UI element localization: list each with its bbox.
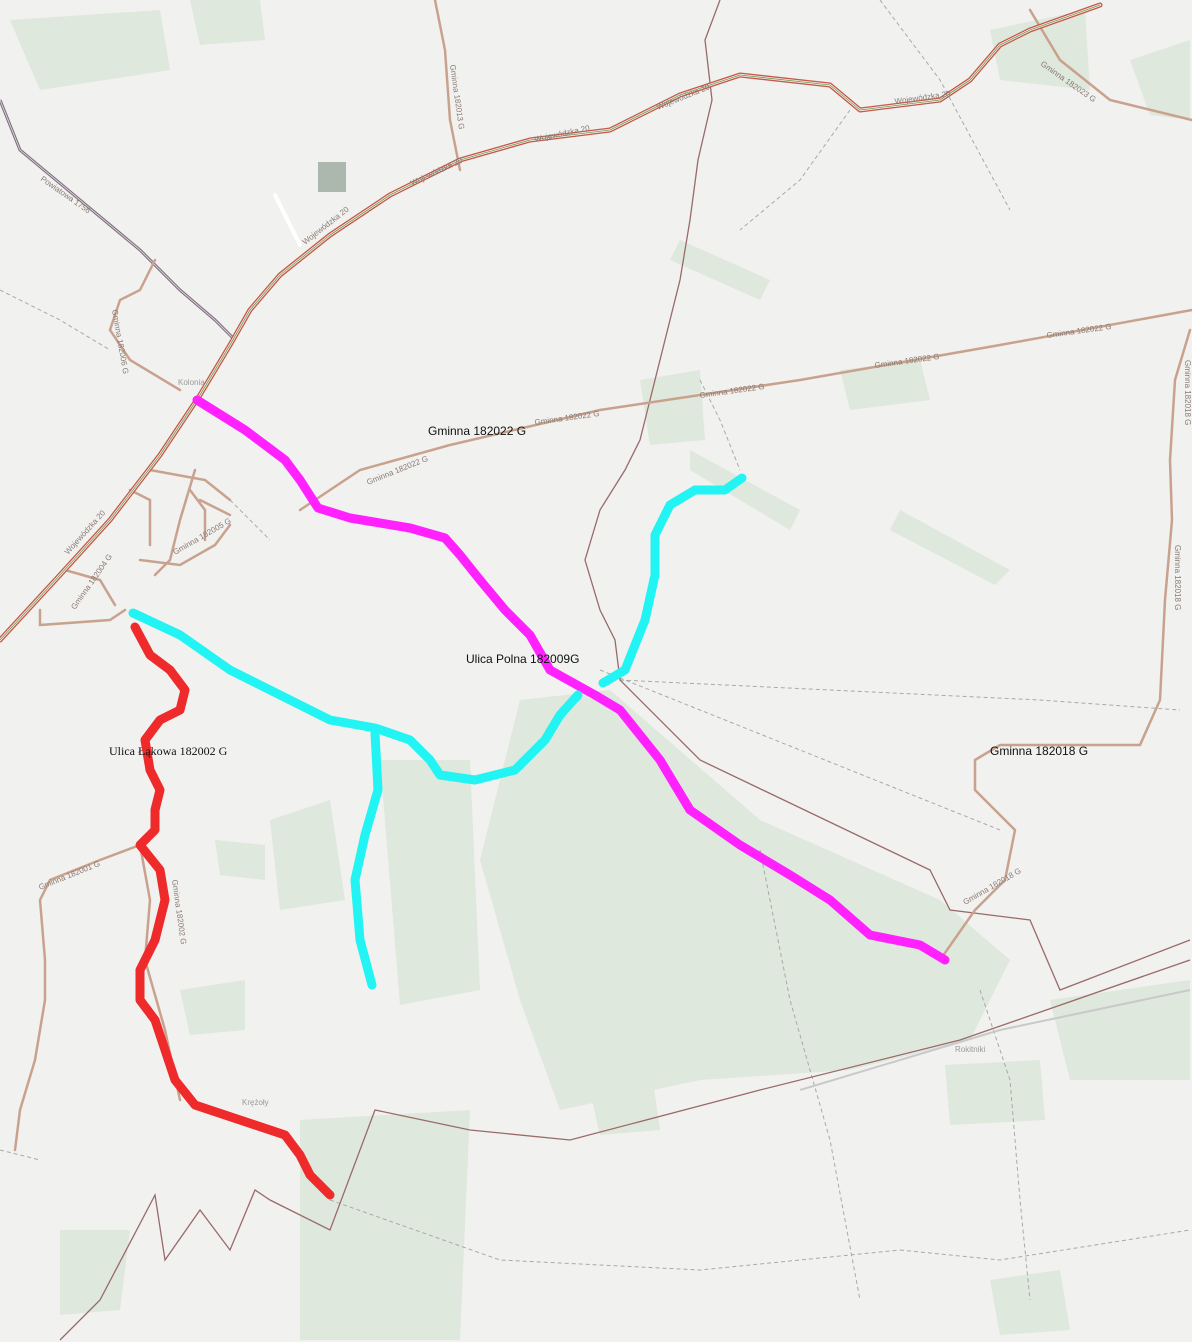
forest-area — [215, 840, 265, 880]
forest-area — [190, 0, 265, 45]
forest-area — [990, 1270, 1070, 1335]
route-cyan-main[interactable] — [128, 608, 583, 785]
route-cyan-branch-north[interactable] — [598, 473, 747, 688]
forest-area — [1130, 40, 1190, 120]
route-annotations: Gminna 182022 G Ulica Polna 182009G Ulic… — [109, 424, 1088, 758]
forest-area — [585, 1060, 660, 1135]
forest-area — [890, 510, 1010, 585]
route-red-ulica-lakowa[interactable] — [130, 622, 335, 1200]
railway — [0, 99, 1191, 1091]
building-square — [318, 162, 346, 192]
forest-areas — [10, 0, 1190, 1340]
place-label-krezoly: Krężoły — [242, 1098, 269, 1107]
forest-area — [670, 240, 770, 300]
route-magenta-ulica-polna[interactable] — [192, 395, 950, 965]
road-label: Gminna 182018 G — [1183, 360, 1192, 425]
road-label: Gminna 182018 G — [1173, 545, 1182, 610]
place-labels: Kolonia Krężoły Rokitniki — [178, 378, 985, 1107]
main-road-wojewodzka-20 — [0, 2, 1103, 643]
forest-area — [1050, 980, 1190, 1080]
route-cyan-branch-south[interactable] — [350, 728, 383, 990]
highlighted-routes — [128, 395, 950, 1200]
forest-area — [380, 760, 480, 1005]
forest-area — [60, 1230, 130, 1315]
forest-area — [270, 800, 345, 910]
place-label-kolonia: Kolonia — [178, 378, 205, 387]
admin-boundaries — [59, 0, 1191, 1341]
forest-area — [945, 1060, 1045, 1125]
forest-area — [640, 370, 705, 445]
annotation-ulica-lakowa: Ulica Łąkowa 182002 G — [109, 744, 228, 758]
forest-area — [990, 10, 1090, 90]
forest-area — [480, 690, 1010, 1110]
annotation-gminna-182022: Gminna 182022 G — [428, 424, 526, 438]
forest-area — [840, 360, 930, 410]
forest-area — [10, 10, 170, 90]
place-label-rokitniki: Rokitniki — [955, 1045, 985, 1054]
paths — [0, 0, 1191, 1301]
annotation-ulica-polna: Ulica Polna 182009G — [466, 652, 579, 666]
forest-area — [300, 1110, 470, 1340]
forest-area — [690, 450, 800, 530]
forest-area — [180, 980, 245, 1035]
annotation-gminna-182018: Gminna 182018 G — [990, 744, 1088, 758]
